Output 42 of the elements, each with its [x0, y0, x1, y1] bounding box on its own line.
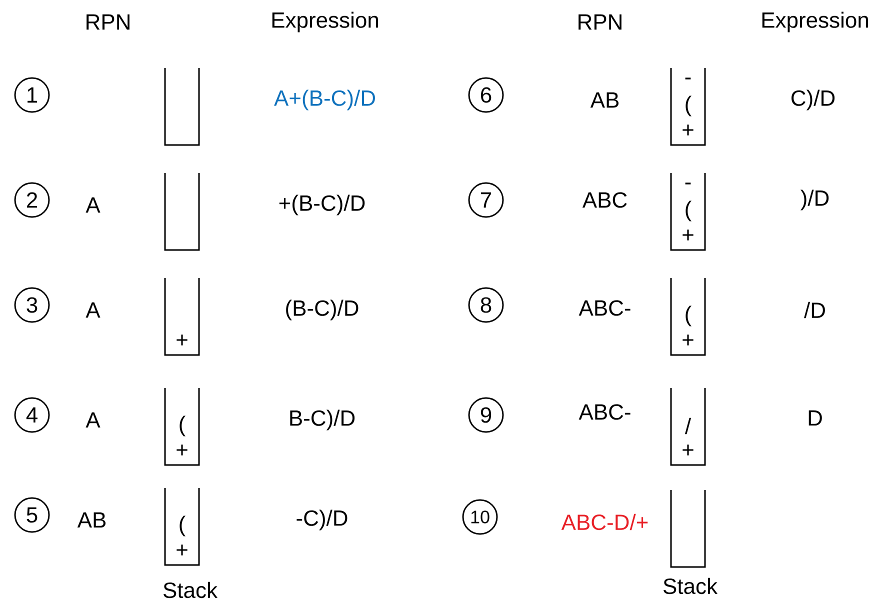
circled-number: 4 — [14, 397, 50, 433]
expression: C)/D — [792, 90, 835, 110]
stack: ( + — [164, 388, 200, 466]
stack: - ( + — [670, 173, 706, 251]
column-header: Expression — [272, 12, 378, 32]
rpn-text: ABC — [582, 192, 627, 208]
stack: + — [164, 278, 200, 356]
expression: /D — [804, 302, 825, 318]
column-header: RPN — [578, 14, 622, 30]
stack: ( + — [164, 488, 200, 566]
circled-number: 5 — [14, 497, 50, 533]
column-header: RPN — [86, 14, 130, 30]
rpn-text: ABC- — [578, 404, 630, 420]
stack — [164, 173, 200, 251]
rpn-text: ABC-D/+ — [561, 514, 648, 530]
rpn-text: A — [86, 412, 100, 428]
rpn-text: AB — [590, 92, 619, 108]
stack: / + — [670, 388, 706, 466]
circled-number: 9 — [468, 397, 504, 433]
stack: - ( + — [670, 68, 706, 146]
stack: ( + — [670, 278, 706, 356]
circled-number: 10 — [462, 499, 498, 535]
circled-number: 8 — [468, 287, 504, 323]
rpn-text: ABC- — [578, 300, 630, 316]
expression: +(B-C)/D — [279, 194, 365, 216]
circled-number: 7 — [468, 182, 504, 218]
rpn-text: AB — [77, 512, 106, 528]
rpn-text: A — [86, 197, 100, 213]
stack — [670, 490, 706, 568]
expression: )/D — [800, 190, 829, 210]
column-header: Expression — [762, 12, 868, 32]
stack — [164, 68, 200, 146]
circled-number: 6 — [468, 77, 504, 113]
circled-number: 2 — [14, 182, 50, 218]
expression: D — [808, 410, 822, 426]
expression: (B-C)/D — [286, 300, 358, 320]
expression: -C)/D — [296, 510, 348, 530]
circled-number: 3 — [14, 287, 50, 323]
rpn-text: A — [86, 302, 100, 318]
expression: A+(B-C)/D — [274, 90, 375, 110]
circled-number: 1 — [14, 77, 50, 113]
expression: B-C)/D — [290, 410, 355, 430]
